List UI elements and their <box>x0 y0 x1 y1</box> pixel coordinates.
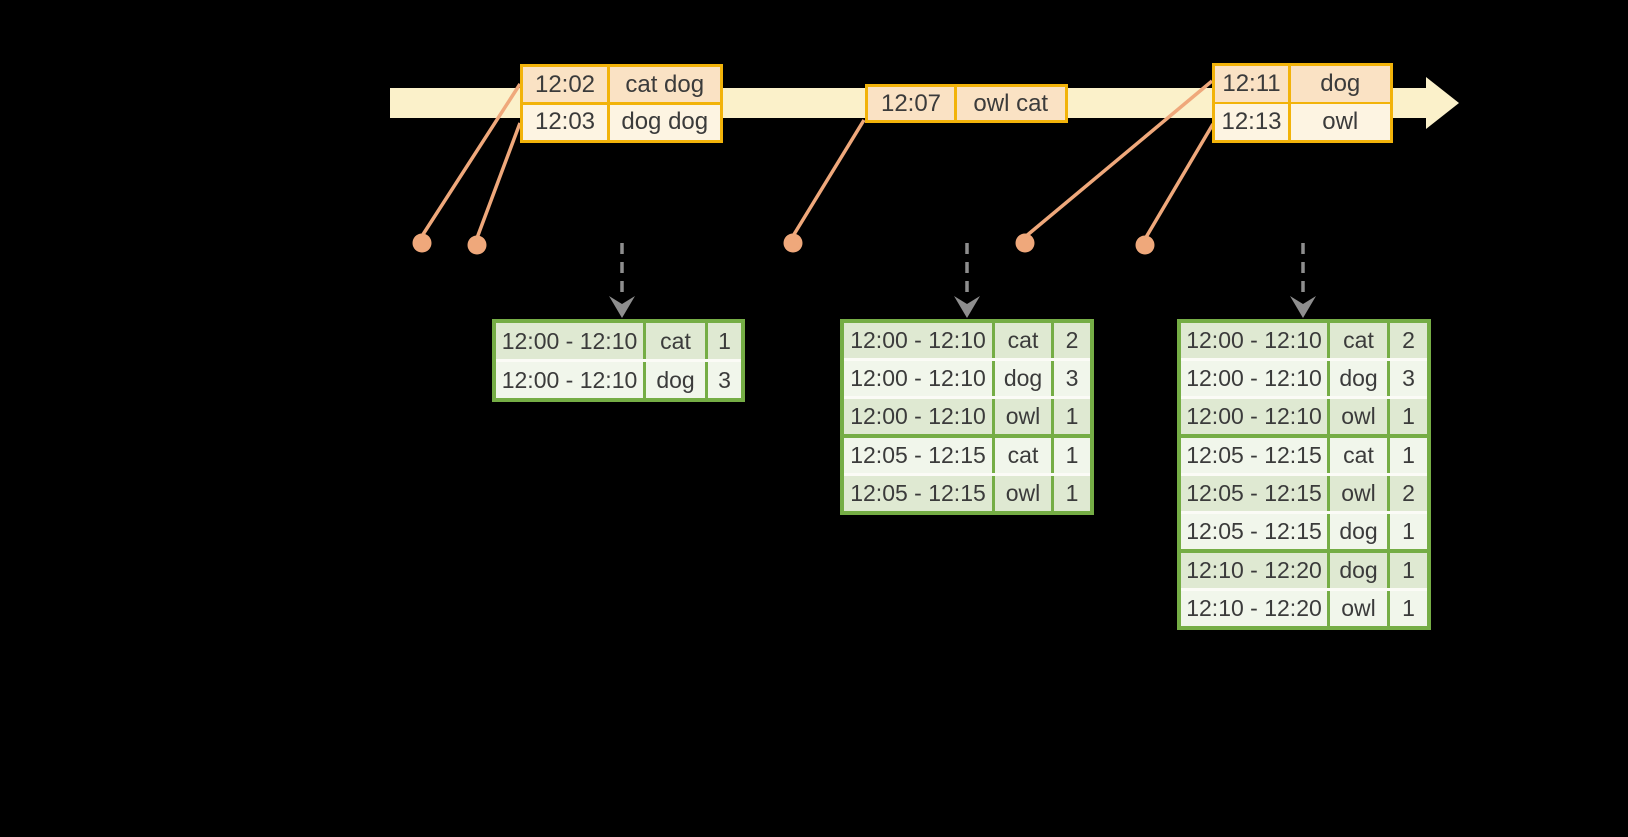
count-cell: 1 <box>1390 438 1427 473</box>
count-cell: 2 <box>1390 323 1427 358</box>
word-cell: dog <box>1330 361 1387 396</box>
window-cell: 12:00 - 12:10 <box>844 323 992 358</box>
event-dot-4 <box>1015 233 1035 253</box>
time-cell: 12:13 <box>1215 104 1288 140</box>
window-cell: 12:00 - 12:10 <box>1181 323 1327 358</box>
count-cell: 2 <box>1390 476 1427 511</box>
word-cell: dog <box>1330 514 1387 549</box>
count-cell: 1 <box>1390 591 1427 626</box>
word-cell: dog <box>995 361 1051 396</box>
window-cell: 12:00 - 12:10 <box>496 362 643 398</box>
time-cell: 12:11 <box>1215 66 1288 102</box>
window-cell: 12:10 - 12:20 <box>1181 553 1327 588</box>
time-cell: 12:07 <box>868 87 954 120</box>
window-cell: 12:05 - 12:15 <box>1181 514 1327 549</box>
count-cell: 1 <box>708 323 741 359</box>
word-cell: cat <box>1330 438 1387 473</box>
word-cell: cat <box>1330 323 1387 358</box>
word-cell: owl <box>1330 476 1387 511</box>
count-cell: 1 <box>1054 399 1090 434</box>
window-cell: 12:00 - 12:10 <box>844 361 992 396</box>
word-cell: owl <box>995 399 1051 434</box>
window-cell: 12:05 - 12:15 <box>1181 438 1327 473</box>
count-cell: 1 <box>1390 399 1427 434</box>
trigger-arrowhead-icon-1 <box>609 296 635 318</box>
word-cell: dog <box>646 362 705 398</box>
words-cell: owl cat <box>956 87 1065 120</box>
window-cell: 12:10 - 12:20 <box>1181 591 1327 626</box>
event-dot-2 <box>467 235 487 255</box>
window-cell: 12:05 - 12:15 <box>844 476 992 511</box>
window-cell: 12:00 - 12:10 <box>1181 361 1327 396</box>
timeline-arrowhead-icon <box>1426 77 1459 129</box>
word-cell: cat <box>995 323 1051 358</box>
words-cell: owl <box>1290 104 1390 140</box>
event-connector-line-2 <box>475 122 522 239</box>
count-cell: 1 <box>1054 438 1090 473</box>
window-cell: 12:00 - 12:10 <box>844 399 992 434</box>
words-cell: cat dog <box>609 67 720 102</box>
event-connector-line-3 <box>791 119 866 237</box>
event-connector-line-5 <box>1143 123 1215 240</box>
word-cell: owl <box>1330 591 1387 626</box>
event-dot-1 <box>412 233 432 253</box>
word-cell: cat <box>995 438 1051 473</box>
count-cell: 3 <box>708 362 741 398</box>
time-cell: 12:03 <box>523 104 607 140</box>
trigger-arrowhead-icon-3 <box>1290 296 1316 318</box>
count-cell: 3 <box>1054 361 1090 396</box>
word-cell: dog <box>1330 553 1387 588</box>
count-cell: 1 <box>1390 514 1427 549</box>
window-cell: 12:00 - 12:10 <box>1181 399 1327 434</box>
trigger-arrowhead-icon-2 <box>954 296 980 318</box>
count-cell: 1 <box>1390 553 1427 588</box>
count-cell: 2 <box>1054 323 1090 358</box>
word-cell: owl <box>995 476 1051 511</box>
window-cell: 12:05 - 12:15 <box>1181 476 1327 511</box>
words-cell: dog <box>1290 66 1390 102</box>
count-cell: 1 <box>1054 476 1090 511</box>
event-dot-3 <box>783 233 803 253</box>
words-cell: dog dog <box>609 104 720 140</box>
event-dot-5 <box>1135 235 1155 255</box>
count-cell: 3 <box>1390 361 1427 396</box>
window-cell: 12:05 - 12:15 <box>844 438 992 473</box>
word-cell: cat <box>646 323 705 359</box>
word-cell: owl <box>1330 399 1387 434</box>
window-cell: 12:00 - 12:10 <box>496 323 643 359</box>
time-cell: 12:02 <box>523 67 607 102</box>
